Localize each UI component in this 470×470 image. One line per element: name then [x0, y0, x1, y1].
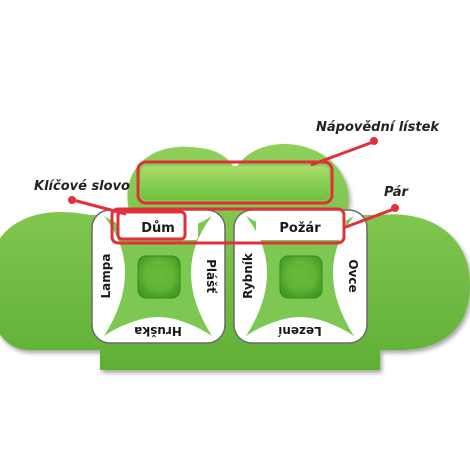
keyword-panel — [118, 214, 198, 240]
keyword-highlight — [116, 210, 187, 241]
keyword-label: Klíčové slovo — [34, 179, 130, 194]
card-1-bottom-word: Hruška — [134, 324, 182, 338]
callout-hint-card — [310, 137, 378, 167]
word-card-2[interactable]: Požár Rybník Ovce Lezení — [233, 209, 368, 344]
card-2-bottom-word: Lezení — [277, 324, 321, 338]
callout-pair — [342, 204, 399, 230]
hint-card-slot — [141, 166, 329, 200]
card-1-top-word: Dům — [141, 221, 175, 236]
card-2-top-word: Požár — [279, 221, 321, 236]
callout-keyword — [68, 196, 127, 216]
hint-card-label: Nápovědní lístek — [316, 120, 440, 135]
pair-highlight — [110, 207, 346, 245]
card-2-left-word: Rybník — [241, 252, 255, 299]
pair-label: Pár — [384, 185, 409, 200]
hint-card-highlight — [136, 160, 334, 205]
card-1-right-word: Plášť — [204, 259, 218, 294]
card-2-right-word: Ovce — [346, 259, 360, 292]
card-1-left-word: Lampa — [99, 254, 113, 299]
